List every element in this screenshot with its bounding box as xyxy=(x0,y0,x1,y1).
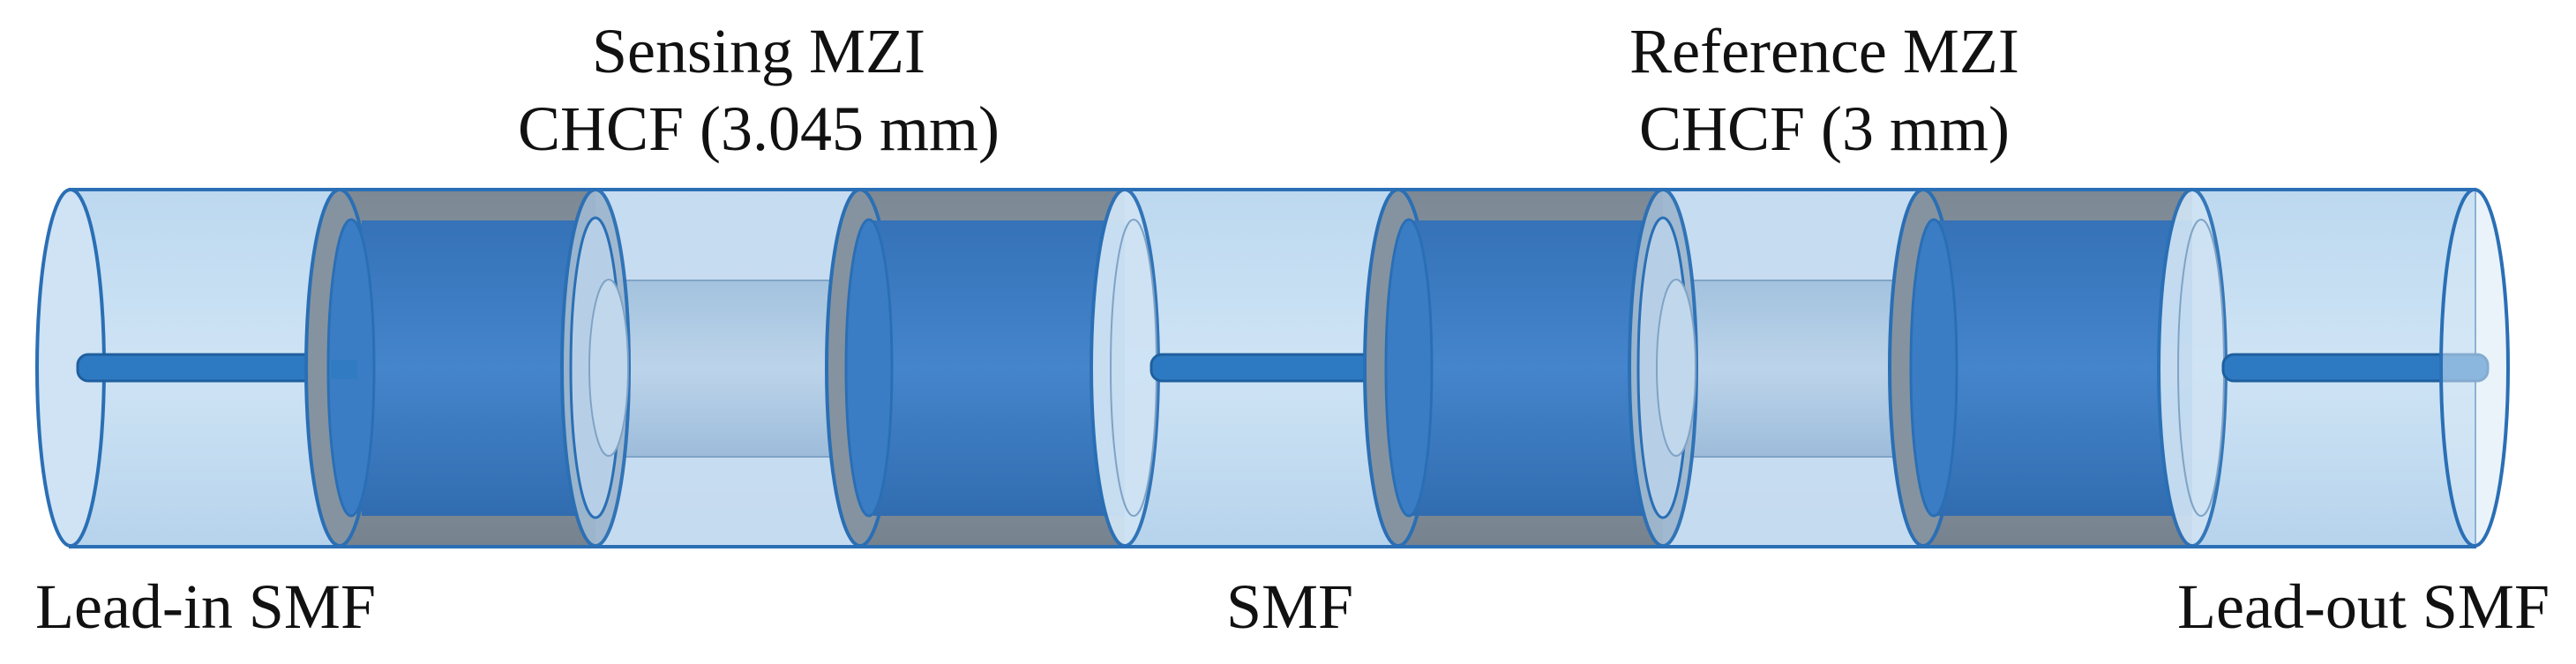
lead-out-end-face xyxy=(2439,188,2510,548)
middle-smf-label: SMF xyxy=(1226,571,1353,642)
reference-chcf-right-segment xyxy=(1888,188,2192,548)
lead-in-smf-label: Lead-in SMF xyxy=(35,571,376,642)
sensing-chcf-right-segment xyxy=(825,188,1125,548)
reference-mzi-title: Reference MZI xyxy=(1629,16,2019,86)
reference-capillary-section xyxy=(1628,188,1924,548)
lead-out-smf-label: Lead-out SMF xyxy=(2177,571,2550,642)
sensing-mzi-title: Sensing MZI xyxy=(592,16,925,86)
lead-out-smf-section xyxy=(2157,188,2510,548)
reference-chcf-length-label: CHCF (3 mm) xyxy=(1639,93,2010,164)
middle-smf-section xyxy=(1090,188,1409,548)
reference-chcf-left-segment xyxy=(1363,188,1663,548)
sensing-capillary-section xyxy=(560,188,861,548)
sensing-chcf-left-segment xyxy=(304,188,595,548)
sensing-chcf-length-label: CHCF (3.045 mm) xyxy=(518,93,1000,164)
